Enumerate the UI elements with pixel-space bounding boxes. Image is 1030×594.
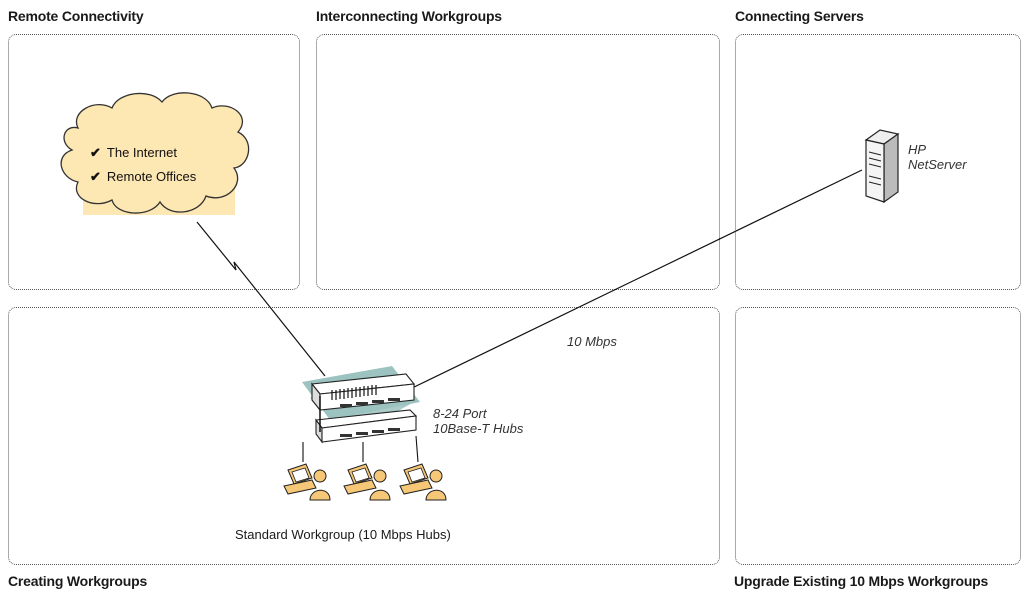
server-icon xyxy=(864,129,900,204)
section-title-upgrade-existing: Upgrade Existing 10 Mbps Workgroups xyxy=(734,573,989,589)
workstation-user-icon xyxy=(343,463,391,501)
panel-remote-connectivity xyxy=(8,34,300,290)
link-speed-label: 10 Mbps xyxy=(567,334,617,349)
server-link-line xyxy=(407,169,863,391)
check-icon: ✔ xyxy=(90,169,101,184)
hub-stack-icon xyxy=(302,366,420,444)
hub-label: 8-24 Port 10Base-T Hubs xyxy=(433,406,523,436)
section-title-connecting-servers: Connecting Servers xyxy=(735,8,864,24)
cloud-icon xyxy=(60,92,250,215)
workgroup-caption: Standard Workgroup (10 Mbps Hubs) xyxy=(235,527,451,542)
server-label-line1: HP xyxy=(908,142,927,157)
cloud-item-remote-offices: ✔ Remote Offices xyxy=(90,165,196,189)
cloud-item-list: ✔ The Internet ✔ Remote Offices xyxy=(90,141,196,189)
server-label-line2: NetServer xyxy=(908,157,967,172)
panel-connecting-servers xyxy=(735,34,1021,290)
hub-label-line1: 8-24 Port xyxy=(433,406,487,421)
wan-link-line xyxy=(196,221,326,377)
hub-label-line2: 10Base-T Hubs xyxy=(433,421,524,436)
workstation-links xyxy=(302,435,419,463)
cloud-item-internet: ✔ The Internet xyxy=(90,141,196,165)
panel-interconnecting-workgroups xyxy=(316,34,720,290)
workstation-user-icon xyxy=(399,463,447,501)
section-title-remote-connectivity: Remote Connectivity xyxy=(8,8,144,24)
panel-upgrade-existing xyxy=(735,307,1021,565)
cloud-item-label: Remote Offices xyxy=(106,169,197,184)
server-label: HP NetServer xyxy=(908,142,967,172)
section-title-interconnecting-workgroups: Interconnecting Workgroups xyxy=(316,8,502,24)
panel-creating-workgroups xyxy=(8,307,720,565)
cloud-item-label: The Internet xyxy=(106,145,178,160)
section-title-creating-workgroups: Creating Workgroups xyxy=(8,573,148,589)
link-speed-text: 10 Mbps xyxy=(567,334,617,349)
check-icon: ✔ xyxy=(90,145,101,160)
workstation-user-icon xyxy=(283,463,331,501)
